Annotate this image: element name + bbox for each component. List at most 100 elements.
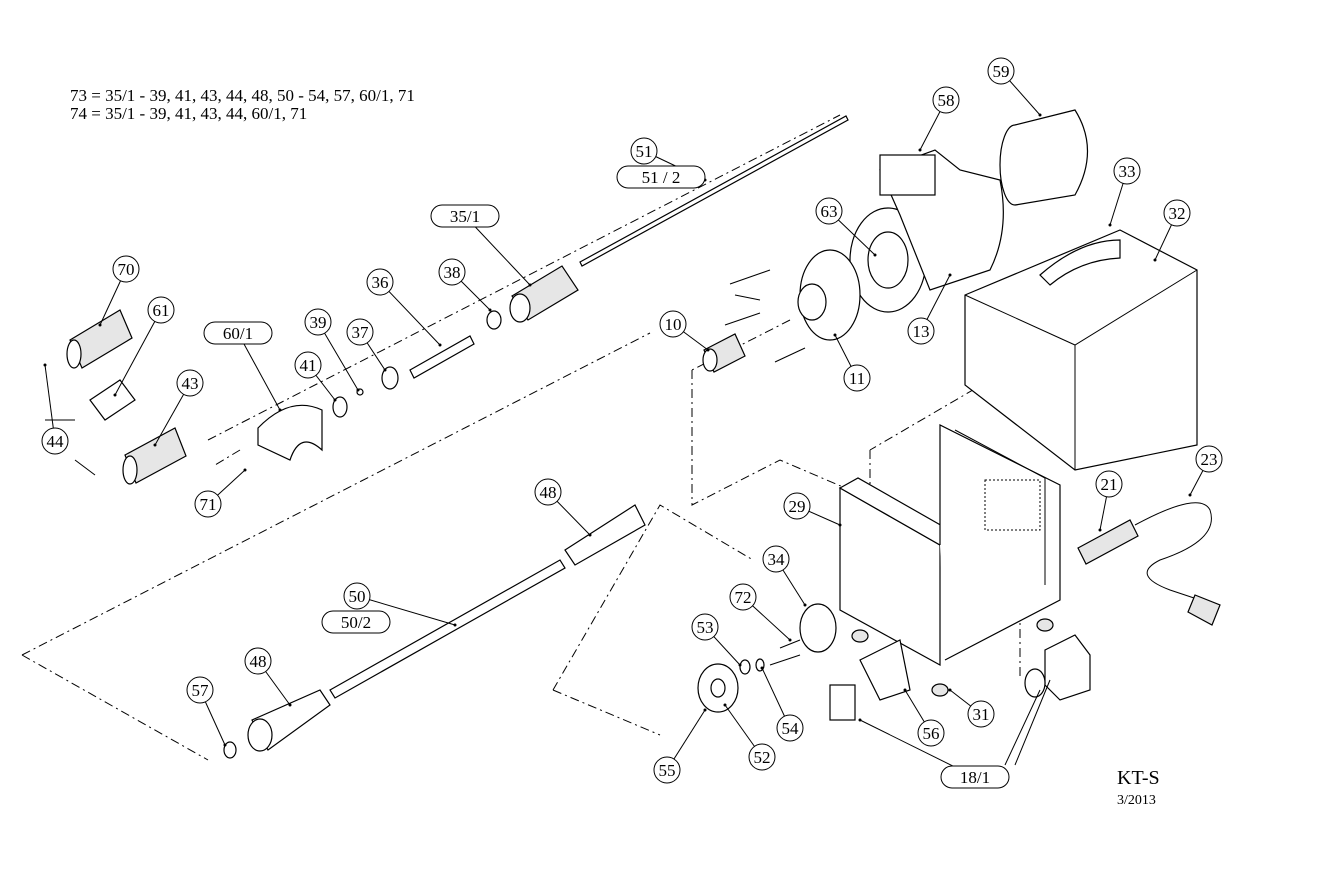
callout-number: 70 [118,260,135,279]
callout-circle [343,582,371,610]
callout-circle [41,427,69,455]
callout-48: 48 [534,478,592,537]
callout-number: 39 [310,313,327,332]
callout-number: 18/1 [960,768,990,787]
part-handle-33 [1039,239,1121,286]
callout-number: 48 [250,652,267,671]
leader-line [114,309,162,396]
callout-circle [176,369,204,397]
part-34 [799,603,837,653]
part-41 [332,396,348,418]
callout-18-1: 18/1 [858,679,1051,789]
callout-53: 53 [691,613,742,667]
callout-number: 36 [372,273,389,292]
part-washer-53 [739,659,751,675]
callout-61: 61 [113,296,175,397]
callout-55: 55 [653,708,707,784]
kit-note-74: 74 = 35/1 - 39, 41, 43, 44, 60/1, 71 [70,104,307,123]
leader-line [356,595,456,626]
callout-number: 54 [782,719,800,738]
callout-57: 57 [186,676,227,747]
callout-29: 29 [783,492,842,527]
part-bearing-37 [381,366,399,390]
callout-number: 11 [849,369,865,388]
part-nut-57 [223,741,237,759]
callout-37: 37 [346,318,387,372]
callout-56: 56 [903,688,945,747]
callout-circle [534,478,562,506]
callout-number: 48 [540,483,557,502]
callout-circle [147,296,175,324]
callout-number: 52 [754,748,771,767]
kit-note-73: 73 = 35/1 - 39, 41, 43, 44, 48, 50 - 54,… [70,86,415,105]
callout-63: 63 [815,197,877,257]
callout-circle [1163,199,1191,227]
callout-circle [967,700,995,728]
callout-circle [659,310,687,338]
callout-circle [691,613,719,641]
callout-number: 71 [200,495,217,514]
part-switch-18-1 [829,684,856,721]
callout-11: 11 [833,333,871,392]
callout-oval [940,765,1010,789]
callout-circle [304,308,332,336]
leader-line [1004,689,1041,766]
callout-39: 39 [304,308,360,392]
callout-circle [729,583,757,611]
callout-circle [1195,445,1223,473]
callout-number: 38 [444,263,461,282]
callout-38: 38 [438,258,492,312]
callout-number: 57 [192,681,210,700]
callout-number: 37 [352,323,370,342]
callout-number: 50/2 [341,613,371,632]
callout-circle [438,258,466,286]
callout-58: 58 [918,86,960,152]
callout-23: 23 [1188,445,1223,497]
callout-number: 29 [789,497,806,516]
callout-number: 58 [938,91,955,110]
callout-circle [748,743,776,771]
part-bearing-38 [486,310,502,330]
callout-circle [932,86,960,114]
parts [66,109,1221,759]
callout-circle [294,351,322,379]
callout-number: 44 [47,432,65,451]
callout-21: 21 [1095,470,1123,532]
leader-line [74,459,96,476]
callout-50-2: 50/2 [321,610,391,634]
callout-33: 33 [1108,157,1141,227]
callout-circle [815,197,843,225]
callout-circle [917,719,945,747]
callout-number: 51 / 2 [642,168,681,187]
callout-number: 59 [993,62,1010,81]
callout-number: 60/1 [223,324,253,343]
callout-oval [321,610,391,634]
part-shaft-51 [579,115,849,267]
part-blade-61 [89,379,136,421]
callout-59: 59 [987,57,1042,117]
callout-circle [186,676,214,704]
part-cover-60-1 [257,404,323,461]
callout-number: 61 [153,301,170,320]
part-shaft-36 [409,335,475,379]
callout-36: 36 [366,268,442,347]
callout-71: 71 [194,468,247,518]
callout-51-2: 51 / 2 [616,165,706,189]
part-housing-32 [964,229,1198,471]
screws [724,269,806,666]
callout-31: 31 [948,688,995,728]
callout-number: 31 [973,705,990,724]
callout-oval [430,204,500,228]
callout-circle [1095,470,1123,498]
callout-number: 32 [1169,204,1186,223]
callout-number: 10 [665,315,682,334]
part-frame [939,424,1061,661]
callout-number: 33 [1119,162,1136,181]
part-connector-21 [1077,519,1139,565]
part-nozzle-48-upper [564,504,646,566]
part-foot-31 [931,683,949,697]
callout-52: 52 [723,703,776,771]
callout-circle [1113,157,1141,185]
